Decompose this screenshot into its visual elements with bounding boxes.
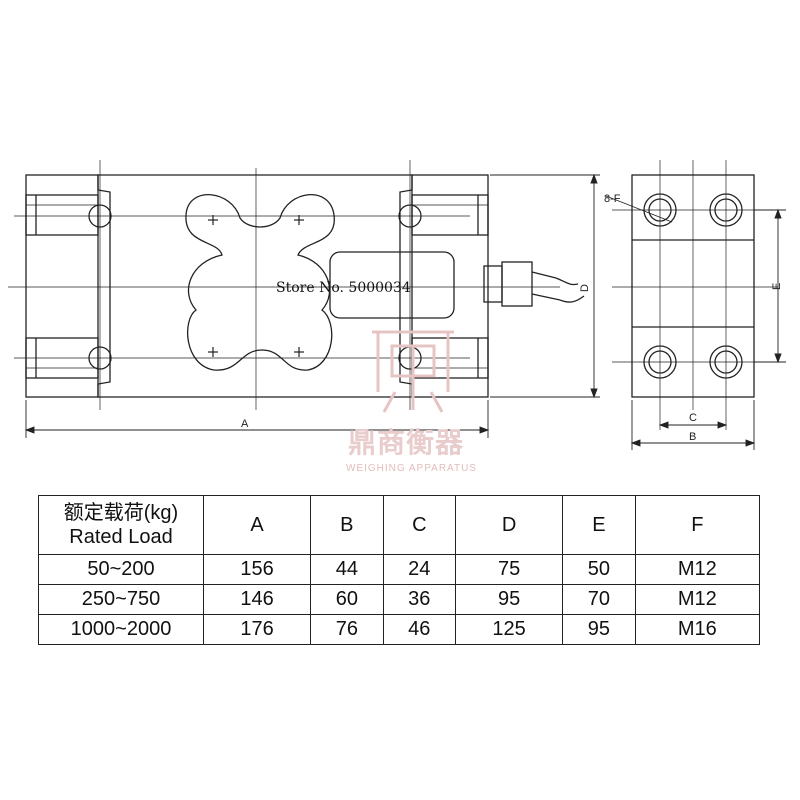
row-load: 1000~2000 (38, 614, 204, 645)
cable-connector (483, 261, 585, 307)
dim-label-f: 8-F (604, 193, 621, 205)
row-load: 250~750 (38, 584, 204, 615)
table-row: 1000~2000 176 76 46 125 95 M16 (38, 614, 761, 645)
cell-c: 24 (382, 554, 457, 585)
cell-d: 95 (455, 584, 564, 615)
cell-a: 156 (202, 554, 312, 585)
cell-b: 60 (310, 584, 384, 615)
table-row: 50~200 156 44 24 75 50 M12 (38, 554, 761, 585)
cell-a: 146 (202, 584, 312, 615)
cell-e: 95 (562, 614, 636, 645)
header-col-b: B (310, 495, 384, 555)
load-cell-drawing: A D E C B 8-F Store No. 5000034 鼎商衡器 WEI… (8, 160, 786, 474)
header-load-cn: 额定载荷(kg) (63, 502, 179, 524)
header-col-d: D (455, 495, 564, 555)
spec-table: 额定载荷(kg) Rated Load A B C D E F 50~200 1… (38, 495, 761, 645)
store-label: Store No. 5000034 (276, 280, 411, 296)
header-col-a: A (202, 495, 312, 555)
watermark-en: WEIGHING APPARATUS (346, 463, 477, 474)
cell-b: 76 (310, 614, 384, 645)
watermark-cn: 鼎商衡器 (348, 426, 464, 459)
cell-f: M12 (634, 584, 761, 615)
label-plate (329, 251, 455, 319)
header-col-e: E (562, 495, 636, 555)
cell-e: 70 (562, 584, 636, 615)
header-col-c: C (382, 495, 457, 555)
cell-b: 44 (310, 554, 384, 585)
header-load-en: Rated Load (69, 526, 173, 548)
left-end-block (25, 174, 99, 398)
cell-c: 46 (382, 614, 457, 645)
dim-label-d: D (579, 284, 591, 292)
cell-f: M12 (634, 554, 761, 585)
dim-label-b: B (689, 431, 696, 443)
dim-label-c: C (689, 412, 697, 424)
table-row: 250~750 146 60 36 95 70 M12 (38, 584, 761, 615)
row-load: 50~200 (38, 554, 204, 585)
cell-d: 75 (455, 554, 564, 585)
cell-c: 36 (382, 584, 457, 615)
header-col-f: F (634, 495, 761, 555)
dim-label-e: E (771, 283, 783, 290)
cell-a: 176 (202, 614, 312, 645)
table-header-row: 额定载荷(kg) Rated Load A B C D E F (38, 495, 761, 555)
dim-label-a: A (241, 418, 249, 430)
right-end-block (411, 174, 489, 398)
watermark-logo (372, 330, 454, 413)
center-cavity (185, 194, 335, 371)
cell-e: 50 (562, 554, 636, 585)
header-rated-load: 额定载荷(kg) Rated Load (38, 495, 204, 555)
cell-f: M16 (634, 614, 761, 645)
cell-d: 125 (455, 614, 564, 645)
